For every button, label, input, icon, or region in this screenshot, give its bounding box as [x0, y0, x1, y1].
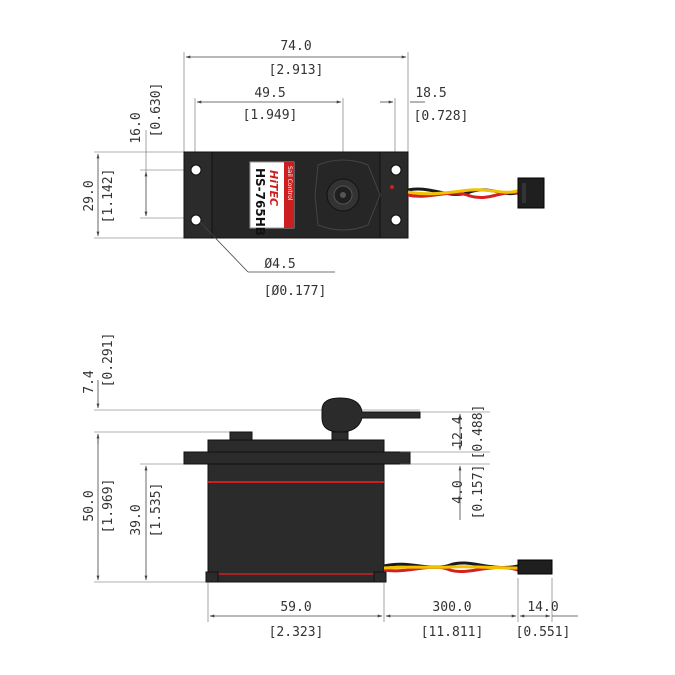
- dim-overall-length-inch: [2.913]: [269, 63, 324, 78]
- dim-flange-thickness-mm: 4.0: [451, 480, 466, 503]
- dim-total-height-mm: 50.0: [82, 490, 97, 521]
- connector-icon: [517, 559, 553, 575]
- model-number: HS-765HB: [253, 168, 267, 236]
- servo-top-body: HiTEC HS-765HB Sail Control: [183, 151, 409, 239]
- dim-top-to-flange-inch: [0.488]: [471, 405, 486, 460]
- dim-horn-height-inch: [0.291]: [101, 333, 116, 388]
- dim-mount-spacing-mm: 49.5: [254, 86, 285, 101]
- dim-mount-height-inch: [1.535]: [149, 483, 164, 538]
- mount-hole-icon: [190, 214, 202, 226]
- dim-case-length-mm: 59.0: [280, 600, 311, 615]
- dim-width-mm: 29.0: [82, 180, 97, 211]
- mount-hole-icon: [390, 164, 402, 176]
- dim-wire-length-inch: [11.811]: [421, 625, 484, 640]
- connector-icon: [517, 177, 545, 209]
- dim-total-height-inch: [1.969]: [101, 479, 116, 534]
- dim-overall-length-mm: 74.0: [280, 39, 311, 54]
- dim-case-length-inch: [2.323]: [269, 625, 324, 640]
- mount-hole-icon: [390, 214, 402, 226]
- dim-top-to-flange-mm: 12.4: [451, 416, 466, 447]
- dim-horn-height-mm: 7.4: [82, 370, 97, 394]
- side-wire: [383, 559, 553, 575]
- servo-horn: [321, 397, 421, 441]
- side-view: 7.4 [0.291] 50.0 [1.969] 39.0 [1.535]: [82, 333, 578, 640]
- dim-mount-height-mm: 39.0: [129, 504, 144, 535]
- dim-shaft-to-edge-inch: [0.630]: [149, 83, 164, 138]
- dim-width-inch: [1.142]: [101, 169, 116, 224]
- dim-flange-thickness-inch: [0.157]: [471, 465, 486, 520]
- dim-output-offset-mm: 18.5: [415, 86, 446, 101]
- dim-connector-length-mm: 14.0: [527, 600, 558, 615]
- top-view: 74.0 [2.913] 49.5 [1.949] 18.5 [0.728] 2…: [82, 39, 545, 299]
- dim-output-offset-inch: [0.728]: [414, 109, 469, 124]
- servo-side-body: [183, 431, 411, 583]
- dim-mount-spacing-inch: [1.949]: [243, 108, 298, 123]
- dim-connector-length-inch: [0.551]: [516, 625, 571, 640]
- dim-wire-length-mm: 300.0: [432, 600, 471, 615]
- dim-shaft-to-edge-mm: 16.0: [129, 112, 144, 143]
- dim-hole-diameter-mm: Ø4.5: [264, 257, 295, 272]
- brand-logo: HiTEC: [267, 170, 280, 206]
- top-wire: [407, 177, 545, 209]
- series-name: Sail Control: [286, 166, 293, 201]
- mount-hole-icon: [190, 164, 202, 176]
- dim-hole-diameter-inch: [Ø0.177]: [264, 284, 327, 299]
